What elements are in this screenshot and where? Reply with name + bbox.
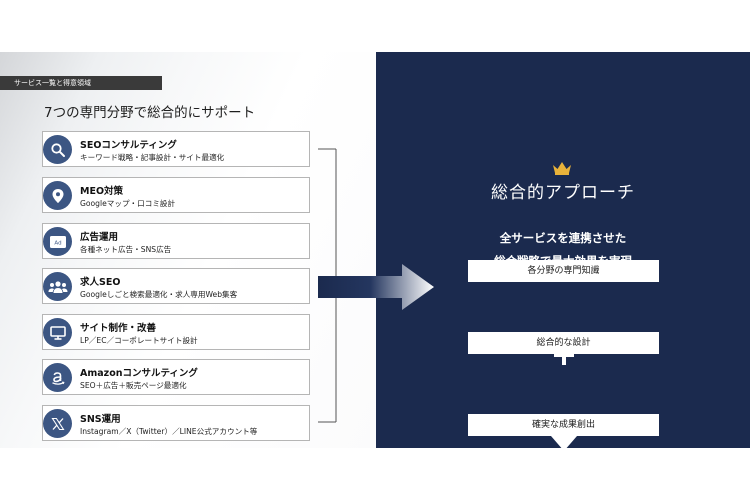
monitor-icon bbox=[43, 318, 72, 347]
service-name: SEOコンサルティング bbox=[80, 140, 177, 151]
amazon-icon bbox=[43, 363, 72, 392]
service-desc: Googleしごと検索最適化・求人専用Web集客 bbox=[80, 290, 238, 299]
service-desc: Instagram／X（Twitter）／LINE公式アカウント等 bbox=[80, 427, 258, 436]
service-desc: 各種ネット広告・SNS広告 bbox=[80, 245, 172, 254]
flow-box-expertise: 各分野の専門知識 bbox=[468, 260, 659, 282]
right-title: 総合的アプローチ bbox=[491, 183, 635, 203]
service-desc: SEO＋広告＋販売ページ最適化 bbox=[80, 381, 187, 390]
ad-icon-text: Ad bbox=[54, 240, 61, 246]
slide: サービス一覧と得意領域 7つの専門分野で総合的にサポート SEOコンサルティング… bbox=[0, 52, 750, 448]
people-icon bbox=[43, 272, 72, 301]
service-name: 求人SEO bbox=[80, 277, 121, 288]
service-item-ads: Ad 広告運用 各種ネット広告・SNS広告 bbox=[42, 223, 310, 259]
service-name: MEO対策 bbox=[80, 186, 124, 197]
service-item-sns: SNS運用 Instagram／X（Twitter）／LINE公式アカウント等 bbox=[42, 405, 310, 441]
plus-icon bbox=[554, 345, 574, 365]
flow-box-results: 確実な成果創出 bbox=[468, 414, 659, 436]
search-icon bbox=[43, 135, 72, 164]
service-name: サイト制作・改善 bbox=[80, 323, 157, 334]
right-panel bbox=[376, 52, 750, 448]
service-item-amazon: Amazonコンサルティング SEO＋広告＋販売ページ最適化 bbox=[42, 359, 310, 395]
service-desc: LP／EC／コーポレートサイト設計 bbox=[80, 336, 198, 345]
left-title: 7つの専門分野で総合的にサポート bbox=[44, 105, 256, 121]
service-desc: Googleマップ・口コミ設計 bbox=[80, 199, 176, 208]
service-desc: キーワード戦略・記事設計・サイト最適化 bbox=[80, 153, 225, 162]
x-logo-icon bbox=[43, 409, 72, 438]
section-tag: サービス一覧と得意領域 bbox=[0, 76, 162, 90]
service-name: Amazonコンサルティング bbox=[80, 368, 198, 379]
flow-box-design: 総合的な設計 bbox=[468, 332, 659, 354]
service-name: SNS運用 bbox=[80, 414, 121, 425]
service-item-job-seo: 求人SEO Googleしごと検索最適化・求人専用Web集客 bbox=[42, 268, 310, 304]
big-right-arrow-icon bbox=[318, 264, 434, 310]
service-item-seo: SEOコンサルティング キーワード戦略・記事設計・サイト最適化 bbox=[42, 131, 310, 167]
map-pin-icon bbox=[43, 181, 72, 210]
service-name: 広告運用 bbox=[80, 232, 119, 243]
service-item-site: サイト制作・改善 LP／EC／コーポレートサイト設計 bbox=[42, 314, 310, 350]
ad-icon: Ad bbox=[43, 227, 72, 256]
crown-icon bbox=[553, 162, 571, 175]
right-subtitle-line1: 全サービスを連携させた bbox=[499, 231, 627, 245]
service-item-meo: MEO対策 Googleマップ・口コミ設計 bbox=[42, 177, 310, 213]
